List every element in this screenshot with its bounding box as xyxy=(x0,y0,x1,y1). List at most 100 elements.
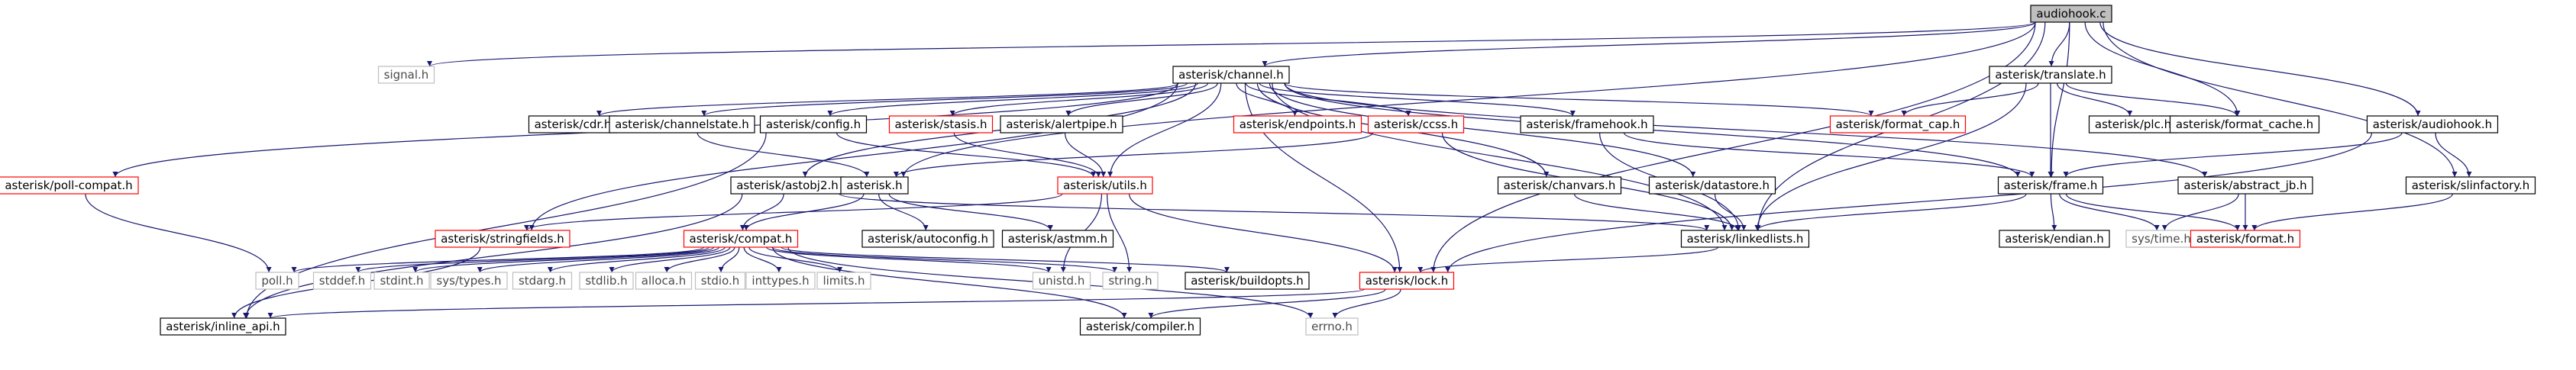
edge-compat-h-to-limits-h xyxy=(748,246,843,273)
edge-frame-h-to-format-h xyxy=(2065,193,2241,231)
node-ccss-h[interactable]: asterisk/ccss.h xyxy=(1367,115,1465,134)
edge-slinfactory-h-to-format-h xyxy=(2251,193,2453,231)
node-buildopts-h[interactable]: asterisk/buildopts.h xyxy=(1185,272,1310,290)
node-systime-h[interactable]: sys/time.h xyxy=(2125,230,2197,248)
edge-audiohook-h-to-lock-h xyxy=(1445,132,2373,273)
node-label: asterisk/lock.h xyxy=(1366,274,1449,288)
edge-translate-h-to-format-cap-h xyxy=(1901,82,2039,117)
edge-lock-h-to-compiler-h xyxy=(1148,288,1386,319)
node-label: asterisk/stringfields.h xyxy=(441,232,564,246)
node-poll-compat-h[interactable]: asterisk/poll-compat.h xyxy=(0,176,139,195)
node-compat-h[interactable]: asterisk/compat.h xyxy=(683,230,799,248)
node-label: asterisk/poll-compat.h xyxy=(5,179,132,192)
edge-audiohook-h-to-slinfactory-h xyxy=(2435,132,2472,178)
edge-audiohook-c-to-channel-h xyxy=(1262,21,2036,67)
node-audiohook-h[interactable]: asterisk/audiohook.h xyxy=(2366,115,2499,134)
node-label: asterisk/translate.h xyxy=(1995,68,2106,82)
node-endpoints-h[interactable]: asterisk/endpoints.h xyxy=(1233,115,1362,134)
node-compiler-h[interactable]: asterisk/compiler.h xyxy=(1079,317,1201,336)
node-systypes-h[interactable]: sys/types.h xyxy=(430,272,508,290)
edge-audiohook-c-to-audiohook-h xyxy=(2099,21,2421,117)
node-lock-h[interactable]: asterisk/lock.h xyxy=(1359,272,1455,290)
edge-channelstate-h-to-asterisk-h xyxy=(697,132,870,178)
edge-compat-h-to-buildopts-h xyxy=(781,246,1230,273)
edge-channel-h-to-lock-h xyxy=(1244,82,1403,273)
node-stdio-h[interactable]: stdio.h xyxy=(694,272,746,290)
node-audiohook-c[interactable]: audiohook.c xyxy=(2030,5,2112,23)
node-asterisk-h[interactable]: asterisk.h xyxy=(840,176,909,195)
node-label: asterisk/channel.h xyxy=(1178,68,1284,82)
node-label: asterisk/format.h xyxy=(2196,232,2294,246)
edge-compat-h-to-stddef-h xyxy=(355,246,709,273)
node-autoconfig-h[interactable]: asterisk/autoconfig.h xyxy=(861,230,994,248)
edge-channel-h-to-abstract-jb-h xyxy=(1284,82,2208,178)
edge-frame-h-to-endian-h xyxy=(2050,193,2057,231)
node-linkedlists-h[interactable]: asterisk/linkedlists.h xyxy=(1680,230,1810,248)
node-translate-h[interactable]: asterisk/translate.h xyxy=(1989,66,2112,84)
node-label: asterisk/compiler.h xyxy=(1086,320,1194,333)
node-label: stdlib.h xyxy=(585,274,627,288)
node-format-h[interactable]: asterisk/format.h xyxy=(2190,230,2301,248)
node-limits-h[interactable]: limits.h xyxy=(816,272,871,290)
node-stringfields-h[interactable]: asterisk/stringfields.h xyxy=(435,230,570,248)
edge-compat-h-to-compiler-h xyxy=(772,246,1127,319)
node-label: limits.h xyxy=(823,274,865,288)
edge-channel-h-to-cdr-h xyxy=(596,82,1179,117)
node-label: asterisk/config.h xyxy=(766,117,861,131)
node-stddef-h[interactable]: stddef.h xyxy=(312,272,372,290)
node-stdlib-h[interactable]: stdlib.h xyxy=(579,272,634,290)
node-astmm-h[interactable]: asterisk/astmm.h xyxy=(1001,230,1114,248)
edge-lock-h-to-inline-api-h xyxy=(268,288,1366,319)
node-label: asterisk/abstract_jb.h xyxy=(2183,179,2306,193)
node-astobj2-h[interactable]: asterisk/astobj2.h xyxy=(730,176,845,195)
edge-frame-h-to-systime-h xyxy=(2059,193,2160,231)
node-utils-h[interactable]: asterisk/utils.h xyxy=(1057,176,1153,195)
edge-ccss-h-to-asterisk-h xyxy=(894,132,1374,178)
node-string-h[interactable]: string.h xyxy=(1102,272,1159,290)
node-inline-api-h[interactable]: asterisk/inline_api.h xyxy=(160,317,286,336)
node-plc-h[interactable]: asterisk/plc.h xyxy=(2088,115,2178,134)
node-cdr-h[interactable]: asterisk/cdr.h xyxy=(528,115,618,134)
node-alertpipe-h[interactable]: asterisk/alertpipe.h xyxy=(1000,115,1123,134)
node-label: asterisk/slinfactory.h xyxy=(2412,179,2530,192)
node-label: inttypes.h xyxy=(751,274,809,288)
node-alloca-h[interactable]: alloca.h xyxy=(635,272,693,290)
node-stdarg-h[interactable]: stdarg.h xyxy=(512,272,573,290)
node-abstract-jb-h[interactable]: asterisk/abstract_jb.h xyxy=(2177,176,2313,195)
node-poll-h[interactable]: poll.h xyxy=(255,272,299,290)
node-label: audiohook.c xyxy=(2036,7,2106,21)
edge-channel-h-to-datastore-h xyxy=(1269,82,1696,178)
edge-asterisk-h-to-autoconfig-h xyxy=(878,193,929,231)
node-label: stddef.h xyxy=(319,274,365,288)
node-config-h[interactable]: asterisk/config.h xyxy=(759,115,868,134)
node-label: asterisk/buildopts.h xyxy=(1191,274,1304,288)
node-frame-h[interactable]: asterisk/frame.h xyxy=(1997,176,2104,195)
node-label: asterisk/cdr.h xyxy=(535,117,612,131)
node-stasis-h[interactable]: asterisk/stasis.h xyxy=(888,115,994,134)
node-label: unistd.h xyxy=(1039,274,1085,288)
edge-channel-h-to-linkedlists-h xyxy=(1272,82,1728,231)
node-signal-h[interactable]: signal.h xyxy=(377,66,435,84)
edge-channel-h-to-format-cap-h xyxy=(1284,82,1874,117)
node-label: asterisk/format_cap.h xyxy=(1836,117,1960,132)
edge-compat-h-to-stdarg-h xyxy=(547,246,726,273)
node-unistd-h[interactable]: unistd.h xyxy=(1032,272,1091,290)
node-chanvars-h[interactable]: asterisk/chanvars.h xyxy=(1497,176,1622,195)
node-label: asterisk/datastore.h xyxy=(1655,179,1770,192)
node-format-cap-h[interactable]: asterisk/format_cap.h xyxy=(1829,115,1967,134)
node-framehook-h[interactable]: asterisk/framehook.h xyxy=(1520,115,1654,134)
edge-chanvars-h-to-linkedlists-h xyxy=(1573,193,1740,231)
edge-asterisk-h-to-astmm-h xyxy=(888,193,1053,231)
node-stdint-h[interactable]: stdint.h xyxy=(373,272,430,290)
node-label: asterisk/autoconfig.h xyxy=(868,232,988,246)
node-datastore-h[interactable]: asterisk/datastore.h xyxy=(1648,176,1776,195)
edge-astobj2-h-to-inline-api-h xyxy=(243,193,743,319)
node-endian-h[interactable]: asterisk/endian.h xyxy=(1999,230,2110,248)
node-channelstate-h[interactable]: asterisk/channelstate.h xyxy=(609,115,755,134)
node-errno-h[interactable]: errno.h xyxy=(1305,317,1359,336)
node-format-cache-h[interactable]: asterisk/format_cache.h xyxy=(2169,115,2320,134)
node-slinfactory-h[interactable]: asterisk/slinfactory.h xyxy=(2405,176,2536,195)
node-inttypes-h[interactable]: inttypes.h xyxy=(745,272,816,290)
node-channel-h[interactable]: asterisk/channel.h xyxy=(1172,66,1290,84)
